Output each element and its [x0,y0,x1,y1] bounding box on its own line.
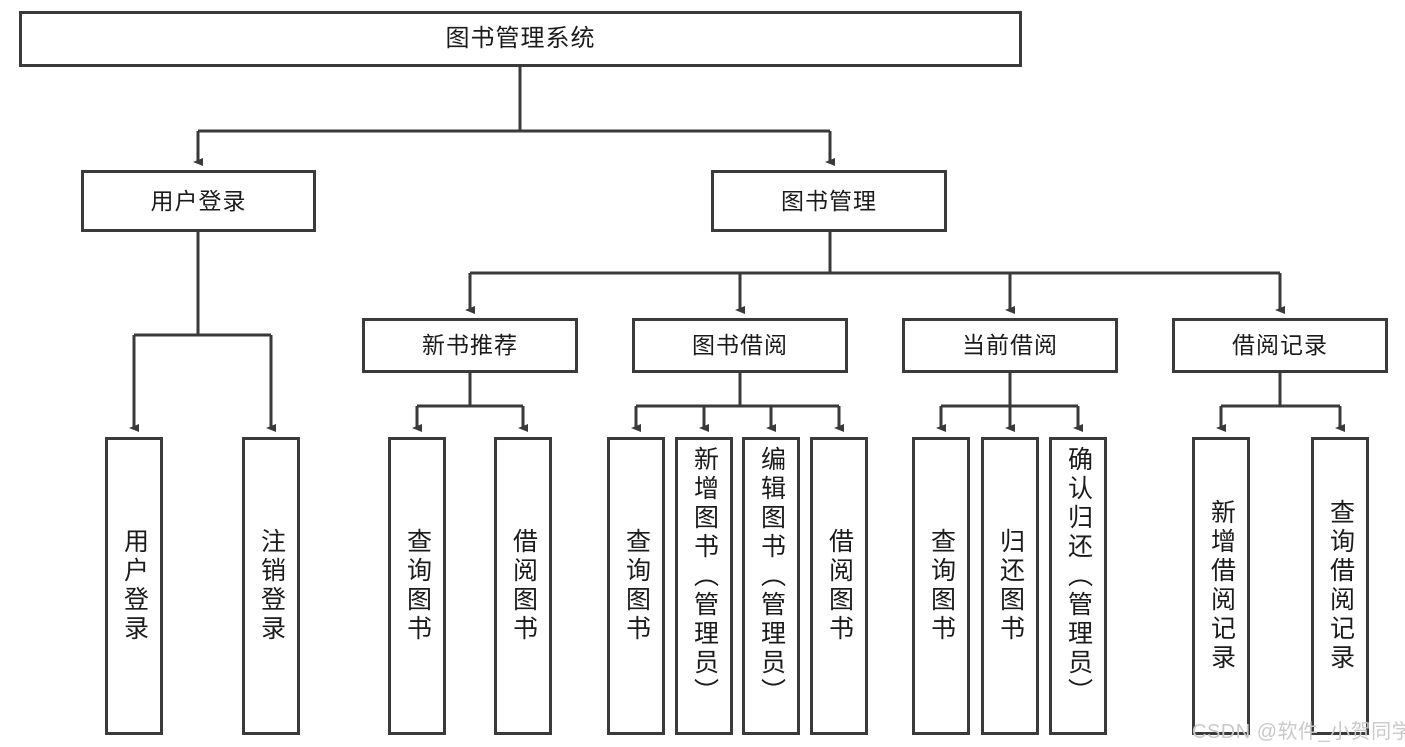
node-label: 当前借阅 [962,332,1058,358]
node-label: 借阅记录 [1232,332,1328,358]
node-current-borrow[interactable]: 当前借阅 [902,318,1118,373]
node-label: 注销登录 [257,528,286,644]
node-label: 图书管理系统 [445,25,596,52]
node-label: 编辑图书（管理员） [757,446,786,707]
leaf-book-borrow-borrow-book[interactable]: 借阅图书 [810,437,868,735]
node-label: 新书推荐 [422,332,518,358]
node-label: 归还图书 [996,528,1025,644]
node-label: 用户登录 [150,187,247,214]
node-label: 图书管理 [781,187,877,214]
node-label: 查询借阅记录 [1326,499,1355,673]
leaf-borrow-record-query-record[interactable]: 查询借阅记录 [1311,437,1369,735]
node-label: 借阅图书 [509,528,538,644]
leaf-borrow-record-add-record[interactable]: 新增借阅记录 [1192,437,1250,735]
leaf-book-borrow-query-book[interactable]: 查询图书 [607,437,665,735]
node-user-login[interactable]: 用户登录 [81,170,316,232]
node-root-book-management-system[interactable]: 图书管理系统 [19,11,1022,67]
node-label: 确认归还（管理员） [1064,446,1093,707]
leaf-user-login-logout[interactable]: 注销登录 [242,437,300,735]
leaf-current-borrow-confirm-return-admin[interactable]: 确认归还（管理员） [1049,437,1107,735]
leaf-user-login-login[interactable]: 用户登录 [105,437,163,735]
node-label: 图书借阅 [692,332,788,358]
node-borrow-record[interactable]: 借阅记录 [1172,318,1388,373]
leaf-current-borrow-query-book[interactable]: 查询图书 [912,437,970,735]
leaf-book-borrow-edit-book-admin[interactable]: 编辑图书（管理员） [742,437,800,735]
watermark-text: CSDN @软件_小贺同学 [1192,721,1405,743]
node-label: 用户登录 [120,528,149,644]
node-label: 新增图书（管理员） [690,446,719,707]
node-label: 查询图书 [927,528,956,644]
node-label: 查询图书 [403,528,432,644]
node-book-management[interactable]: 图书管理 [711,170,947,232]
node-label: 借阅图书 [825,528,854,644]
node-label: 查询图书 [622,528,651,644]
leaf-book-borrow-add-book-admin[interactable]: 新增图书（管理员） [675,437,733,735]
leaf-new-book-query-book[interactable]: 查询图书 [388,437,446,735]
node-label: 新增借阅记录 [1207,499,1236,673]
leaf-current-borrow-return-book[interactable]: 归还图书 [981,437,1039,735]
node-book-borrow[interactable]: 图书借阅 [632,318,848,373]
leaf-new-book-borrow-book[interactable]: 借阅图书 [494,437,552,735]
node-new-book-recommend[interactable]: 新书推荐 [362,318,578,373]
